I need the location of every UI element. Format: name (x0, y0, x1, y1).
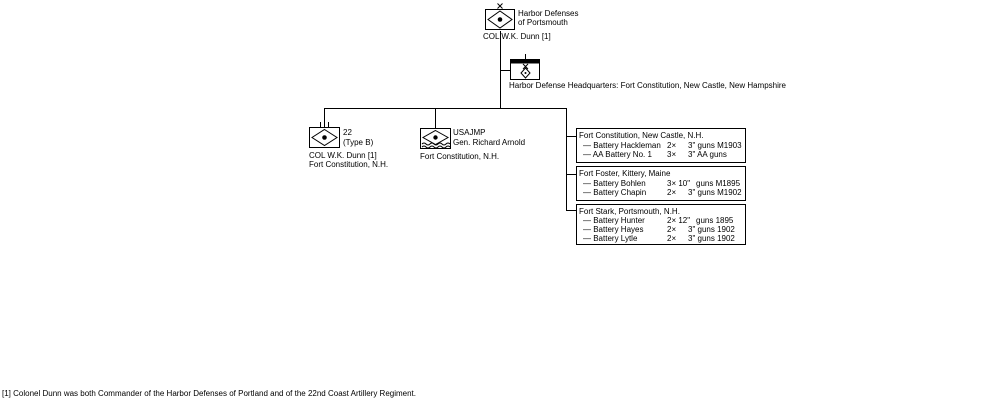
battery-gun: 3" guns M1903 (688, 141, 742, 150)
battery-name: — Battery Bohlen (583, 179, 646, 188)
battery-quantity: 3× 10" (667, 179, 691, 188)
battery-gun: 3" guns M1902 (688, 188, 742, 197)
battery-gun: guns 1895 (696, 216, 734, 225)
battery-name: — Battery Hunter (583, 216, 645, 225)
fort-box-foster: Fort Foster, Kittery, Maine — Battery Bo… (576, 166, 746, 201)
headquarters-symbol (510, 54, 540, 80)
mine-planter-symbol (420, 128, 451, 149)
battery-quantity: 2× (667, 225, 677, 234)
mine-planter-namesake: Gen. Richard Arnold (453, 138, 526, 147)
fort-box-stark: Fort Stark, Portsmouth, N.H. — Battery H… (576, 204, 746, 245)
battery-name: — AA Battery No. 1 (583, 150, 652, 159)
battery-gun: 3" guns 1902 (688, 225, 735, 234)
battery-gun: 3" guns 1902 (688, 234, 735, 243)
fort-title: Fort Stark, Portsmouth, N.H. (579, 207, 680, 216)
hq-unit-name-line2: of Portsmouth (518, 18, 568, 27)
battery-name: — Battery Hackleman (583, 141, 661, 150)
regiment-type: (Type B) (343, 138, 374, 147)
footnote: [1] Colonel Dunn was both Commander of t… (2, 389, 417, 398)
regiment-location: Fort Constitution, N.H. (309, 160, 389, 169)
regiment-commander: COL W.K. Dunn [1] (309, 151, 377, 160)
battery-name: — Battery Chapin (583, 188, 647, 197)
mine-planter-location: Fort Constitution, N.H. (420, 152, 500, 161)
hq-unit-name-line1: Harbor Defenses (518, 9, 579, 18)
battery-quantity: 3× (667, 150, 677, 159)
battery-name: — Battery Lytle (583, 234, 638, 243)
battery-quantity: 2× (667, 234, 677, 243)
regiment-number: 22 (343, 128, 352, 137)
fort-box-constitution: Fort Constitution, New Castle, N.H. — Ba… (576, 128, 746, 163)
hq-unit-symbol (485, 3, 515, 30)
battery-gun: guns M1895 (696, 179, 741, 188)
battery-gun: 3" AA guns (688, 150, 727, 159)
headquarters-label: Harbor Defense Headquarters: Fort Consti… (509, 81, 787, 90)
hq-unit-commander: COL W.K. Dunn [1] (483, 32, 551, 41)
battery-quantity: 2× (667, 188, 677, 197)
regiment-symbol (309, 122, 340, 148)
mine-planter-name: USAJMP (453, 128, 486, 137)
battery-quantity: 2× 12" (667, 216, 691, 225)
battery-quantity: 2× (667, 141, 677, 150)
fort-title: Fort Constitution, New Castle, N.H. (579, 131, 704, 140)
fort-title: Fort Foster, Kittery, Maine (579, 169, 671, 178)
battery-name: — Battery Hayes (583, 225, 644, 234)
